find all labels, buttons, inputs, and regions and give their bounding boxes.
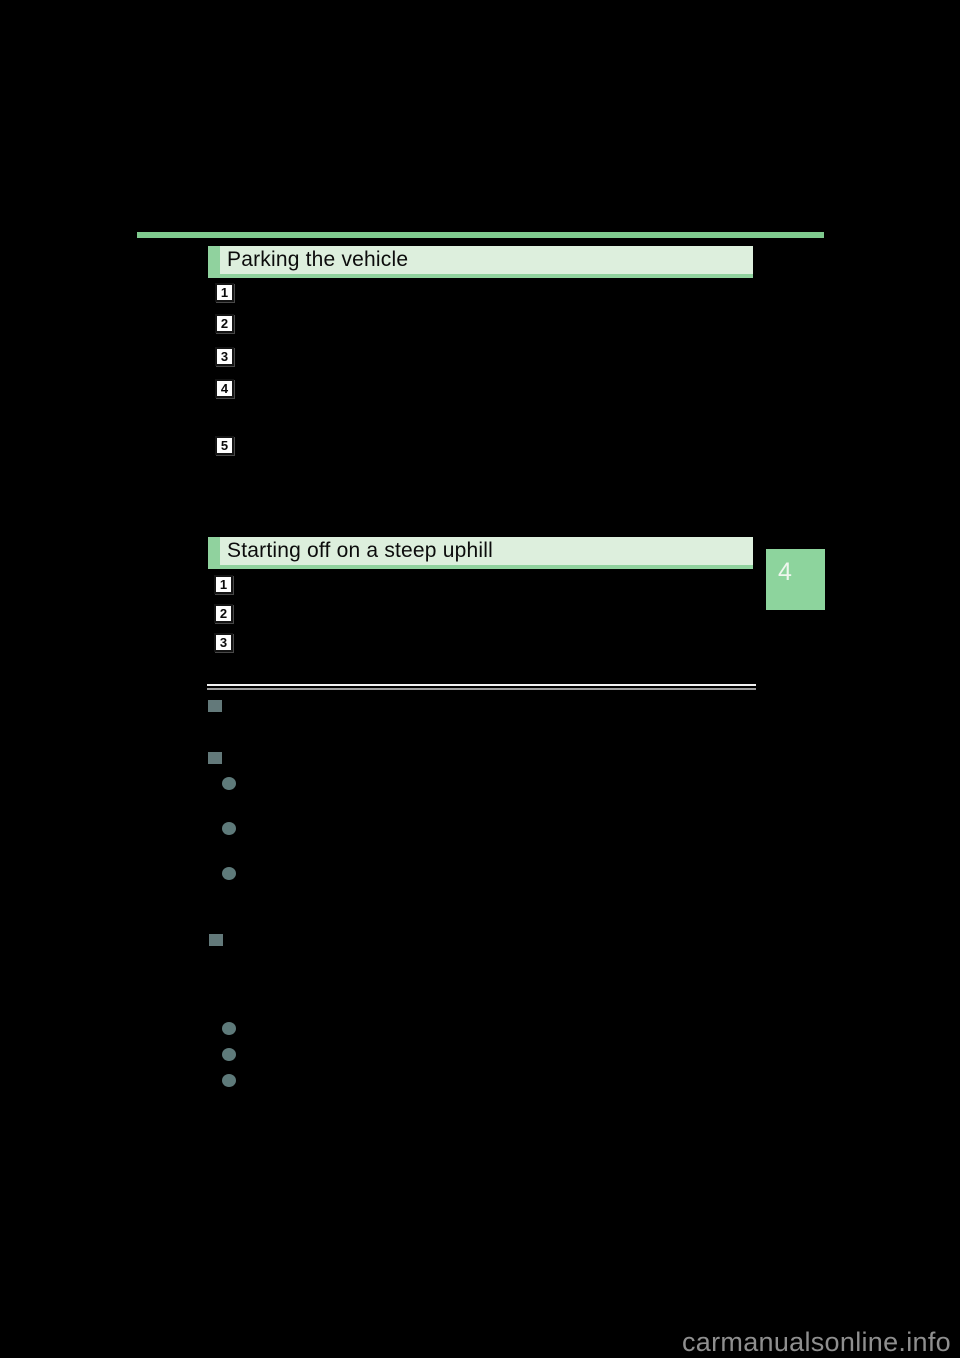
- parking-step-4: 4: [215, 379, 234, 398]
- parking-step-5: 5: [215, 436, 234, 455]
- divider-line-bottom: [207, 688, 756, 690]
- note-square-marker-icon: [208, 752, 222, 764]
- note-bullet-icon: [222, 1074, 236, 1087]
- uphill-step-1: 1: [214, 575, 233, 594]
- parking-step-1: 1: [215, 283, 234, 302]
- note-square-marker-icon: [209, 934, 223, 946]
- note-bullet-icon: [222, 822, 236, 835]
- note-bullet-icon: [222, 1022, 236, 1035]
- double-rule-divider: [207, 684, 756, 690]
- section-header-parking: Parking the vehicle: [208, 246, 753, 278]
- parking-step-3: 3: [215, 347, 234, 366]
- note-bullet-icon: [222, 777, 236, 790]
- parking-step-2: 2: [215, 314, 234, 333]
- section-header-steep-uphill: Starting off on a steep uphill: [208, 537, 753, 569]
- uphill-step-3: 3: [214, 633, 233, 652]
- chapter-number-tab: 4: [766, 549, 825, 610]
- uphill-step-2: 2: [214, 604, 233, 623]
- note-square-marker-icon: [208, 700, 222, 712]
- note-bullet-icon: [222, 1048, 236, 1061]
- divider-line-top: [207, 684, 756, 686]
- top-rule: [137, 232, 824, 238]
- watermark-text: carmanualsonline.info: [682, 1327, 951, 1357]
- note-bullet-icon: [222, 867, 236, 880]
